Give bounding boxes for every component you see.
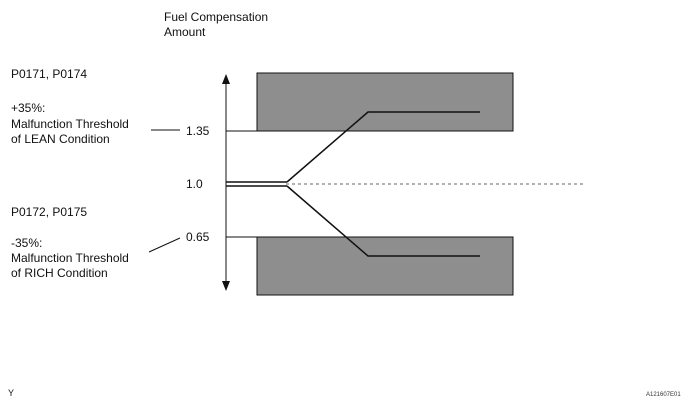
rich-description-line-1: Malfunction Threshold xyxy=(11,251,129,265)
rich-dtc-codes: P0172, P0175 xyxy=(11,205,88,219)
lean-compensation-line xyxy=(286,111,480,183)
diagram-title-line-1: Fuel Compensation xyxy=(164,10,269,24)
lean-percent-label: +35%: xyxy=(11,101,46,115)
baseline-value: 1.0 xyxy=(186,177,203,191)
lean-threshold-value: 1.35 xyxy=(186,124,210,138)
diagram-title-line-2: Amount xyxy=(164,25,206,39)
lean-malfunction-zone xyxy=(256,72,514,132)
rich-description-line-2: of RICH Condition xyxy=(11,266,108,280)
lean-dtc-codes: P0171, P0174 xyxy=(11,67,88,81)
rich-malfunction-zone xyxy=(256,236,514,296)
corner-mark-y: Y xyxy=(8,388,15,398)
axis-arrow-down-icon xyxy=(222,281,230,291)
rich-threshold-value: 0.65 xyxy=(186,230,210,244)
figure-id: A121607E01 xyxy=(646,392,681,398)
lean-description-line-1: Malfunction Threshold xyxy=(11,117,129,131)
rich-leader-line xyxy=(148,237,181,253)
lean-description-line-2: of LEAN Condition xyxy=(11,132,110,146)
axis-arrow-up-icon xyxy=(222,74,230,84)
rich-percent-label: -35%: xyxy=(11,236,43,250)
rich-compensation-line xyxy=(286,185,480,257)
